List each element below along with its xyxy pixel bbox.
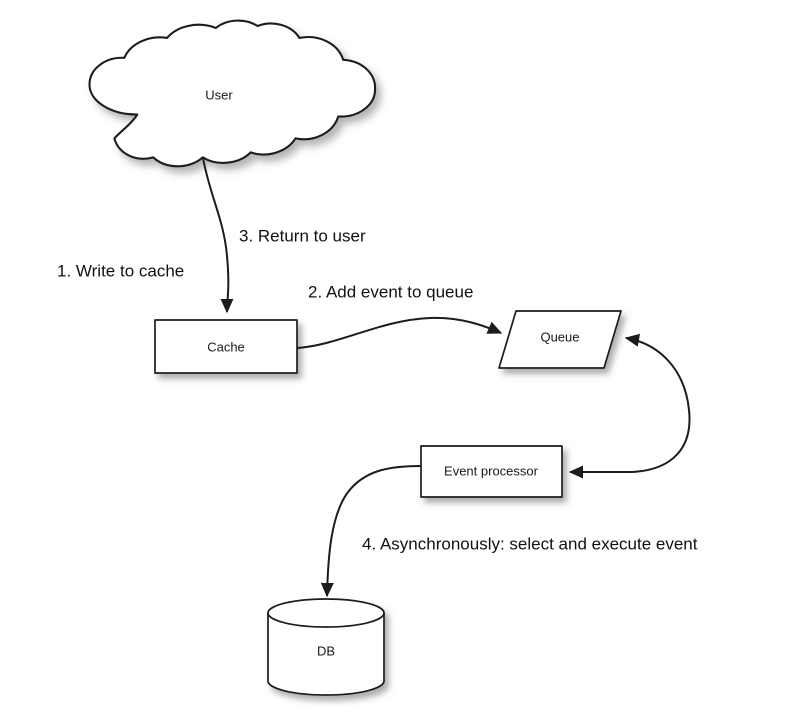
- step-label-3: 3. Return to user: [239, 226, 366, 245]
- node-cache-label: Cache: [207, 339, 245, 354]
- step-label-2: 2. Add event to queue: [308, 282, 473, 301]
- edge-user-to-cache: [202, 157, 234, 314]
- step-label-4: 4. Asynchronously: select and execute ev…: [362, 534, 698, 553]
- node-queue-label: Queue: [540, 329, 579, 344]
- node-user-label: User: [205, 87, 233, 102]
- node-event-processor-label: Event processor: [444, 463, 539, 478]
- node-db-label: DB: [317, 643, 335, 658]
- step-label-1: 1. Write to cache: [57, 261, 184, 280]
- node-event-processor[interactable]: Event processor: [420, 445, 563, 498]
- edge-queue-event-processor: [568, 333, 691, 479]
- node-queue[interactable]: Queue: [498, 310, 622, 369]
- edge-cache-to-queue: [296, 316, 503, 349]
- node-cache[interactable]: Cache: [154, 319, 298, 374]
- node-db[interactable]: DB: [267, 598, 385, 696]
- node-user[interactable]: User: [88, 19, 377, 168]
- edge-event-processor-to-db: [320, 465, 422, 598]
- db-top-ellipse: [267, 612, 385, 628]
